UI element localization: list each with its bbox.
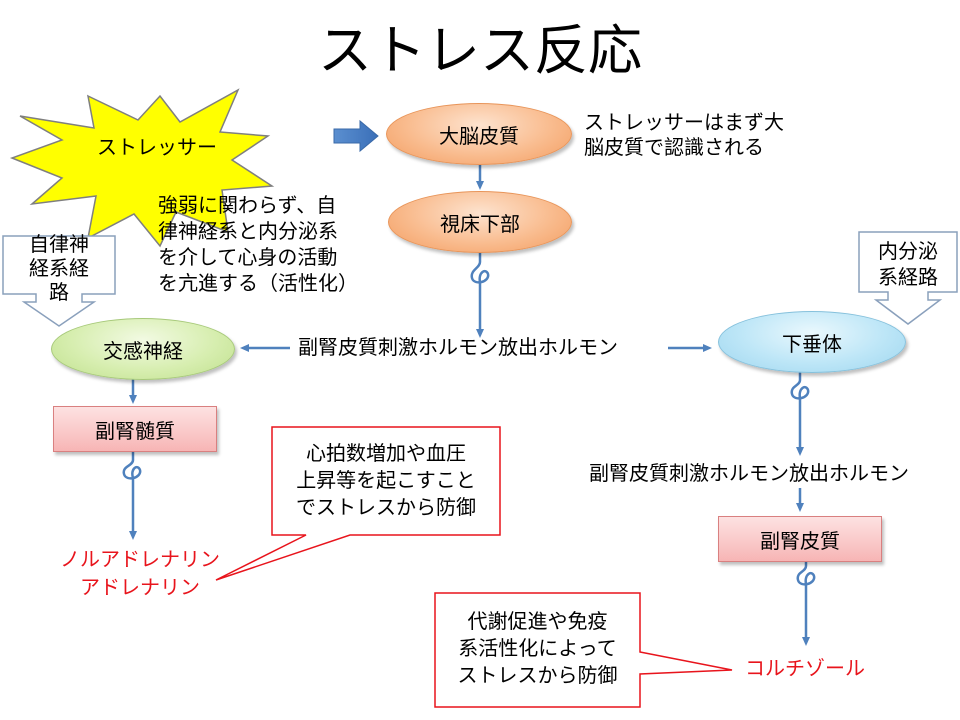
arrow-adrenal-cortex-squiggle bbox=[796, 560, 816, 646]
hormone-label-right: 副腎皮質刺激ホルモン放出ホルモン bbox=[589, 461, 909, 485]
autonomic-path-callout-shape bbox=[2, 235, 116, 327]
cortex-note: ストレッサーはまず大 脳皮質で認識される bbox=[584, 110, 784, 160]
node-adrenal-medulla: 副腎髄質 bbox=[53, 406, 217, 452]
central-note-line2: 律神経系と内分泌系 bbox=[158, 219, 338, 243]
left-callout-line1: 心拍数増加や血圧 bbox=[306, 441, 466, 465]
right-callout-line3: ストレスから防御 bbox=[457, 663, 618, 687]
page-title: ストレス反応 bbox=[318, 19, 642, 82]
right-callout-text: 代謝促進や免疫 系活性化によって ストレスから防御 bbox=[435, 608, 640, 689]
right-callout-line1: 代謝促進や免疫 bbox=[467, 609, 608, 633]
endocrine-path-label: 内分泌 系経路 bbox=[859, 238, 957, 290]
arrow-pituitary-squiggle bbox=[790, 370, 810, 456]
node-adrenal-medulla-label: 副腎髄質 bbox=[95, 418, 175, 443]
central-note: 強弱に関わらず、自 律神経系と内分泌系 を介して心身の活動 を亢進する（活性化） bbox=[158, 192, 358, 296]
cortex-note-line1: ストレッサーはまず大 bbox=[584, 110, 784, 134]
node-hypothalamus: 視床下部 bbox=[388, 191, 572, 253]
central-note-line4: を亢進する（活性化） bbox=[158, 271, 358, 295]
endocrine-line2: 系経路 bbox=[878, 265, 938, 289]
adrenaline-label: アドレナリン bbox=[80, 575, 200, 599]
cortisol-label: コルチゾール bbox=[745, 656, 865, 680]
node-hypothalamus-label: 視床下部 bbox=[440, 211, 520, 236]
left-callout-line2: 上昇等を起こすこと bbox=[296, 468, 476, 492]
arrow-hypothalamus-squiggle bbox=[470, 252, 490, 338]
endocrine-path-callout-shape bbox=[858, 231, 958, 325]
node-sympathetic: 交感神経 bbox=[51, 318, 235, 380]
left-callout-text: 心拍数増加や血圧 上昇等を起こすこと でストレスから防御 bbox=[272, 440, 500, 521]
cortex-note-line2: 脳皮質で認識される bbox=[584, 135, 764, 159]
catecholamine-output: ノルアドレナリン アドレナリン bbox=[50, 545, 230, 601]
autonomic-line1: 自律神 bbox=[29, 232, 89, 256]
autonomic-line3: 路 bbox=[49, 280, 69, 304]
left-callout-shape bbox=[215, 426, 501, 581]
autonomic-line2: 経系経 bbox=[29, 256, 89, 280]
node-pituitary-label: 下垂体 bbox=[782, 331, 842, 356]
endocrine-line1: 内分泌 bbox=[878, 239, 938, 263]
node-cerebral-cortex-label: 大脳皮質 bbox=[439, 123, 519, 148]
node-sympathetic-label: 交感神経 bbox=[103, 338, 183, 363]
node-pituitary: 下垂体 bbox=[718, 311, 906, 373]
node-cerebral-cortex: 大脳皮質 bbox=[386, 103, 572, 165]
left-callout-line3: でストレスから防御 bbox=[296, 495, 476, 519]
central-note-line3: を介して心身の活動 bbox=[158, 245, 338, 269]
stressor-label: ストレッサー bbox=[97, 135, 217, 159]
right-callout-line2: 系活性化によって bbox=[458, 636, 617, 660]
block-arrow-right bbox=[333, 119, 379, 153]
right-callout-shape bbox=[434, 592, 733, 708]
hormone-label-center: 副腎皮質刺激ホルモン放出ホルモン bbox=[298, 335, 618, 359]
autonomic-path-label: 自律神 経系経 路 bbox=[3, 232, 115, 304]
stressor-burst-shape bbox=[9, 88, 275, 248]
node-adrenal-cortex-label: 副腎皮質 bbox=[760, 528, 840, 553]
noradrenaline-label: ノルアドレナリン bbox=[60, 547, 220, 571]
arrow-medulla-squiggle bbox=[122, 452, 142, 540]
central-note-line1: 強弱に関わらず、自 bbox=[158, 193, 337, 217]
node-adrenal-cortex: 副腎皮質 bbox=[718, 516, 882, 562]
